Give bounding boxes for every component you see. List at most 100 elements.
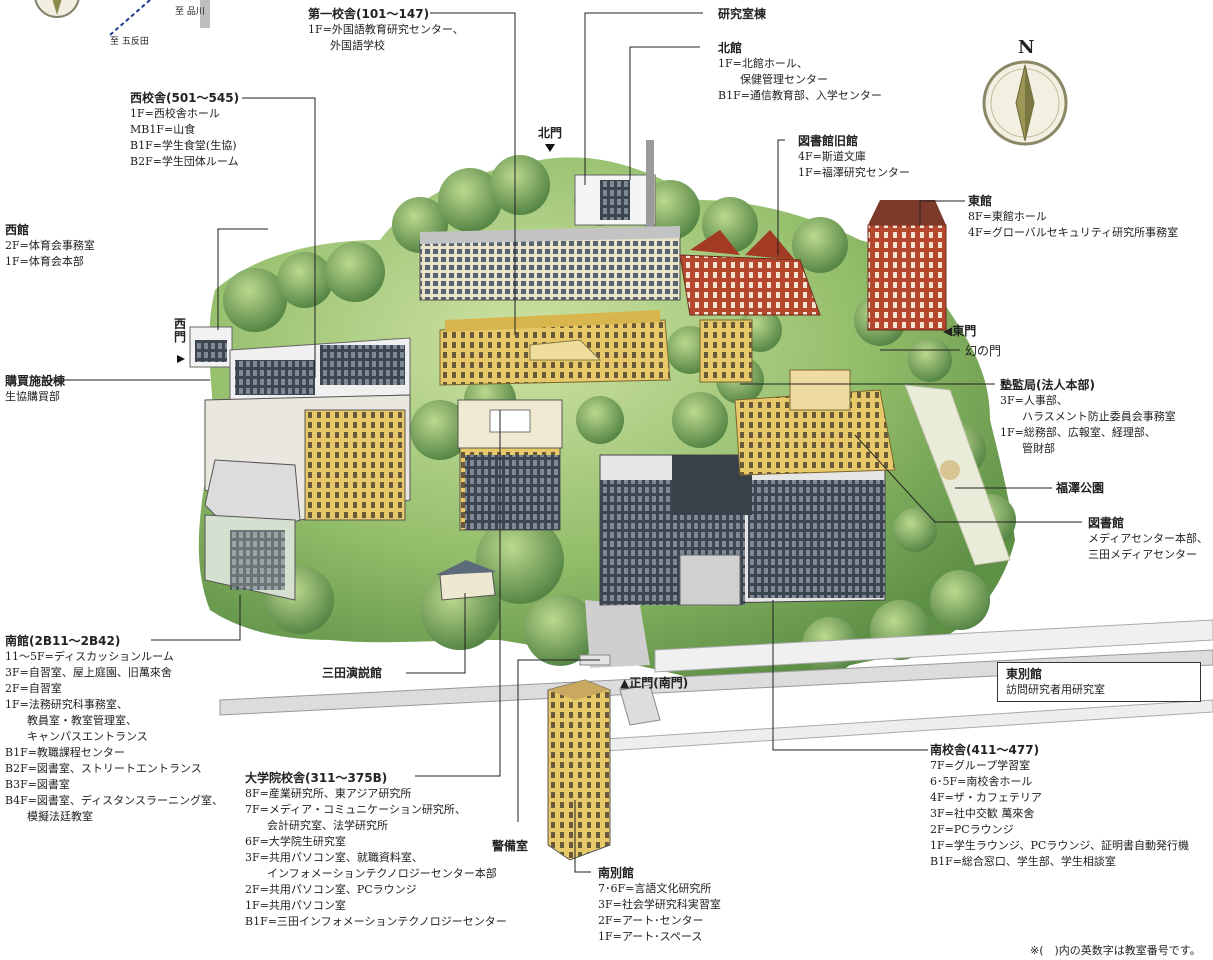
minamikousha-line-1: 7F=グループ学習室 [930,759,1031,772]
minamikan-title: 南館(2B11～2B42) [5,634,121,648]
label-higashi-bekkan[interactable]: 東別館 訪問研究者用研究室 [997,662,1201,702]
minamikan-line-9: B3F=図書室 [5,778,70,791]
old-library-line-2: 1F=福澤研究センター [798,166,910,179]
toshokan-line-1: メディアセンター本部、 [1088,532,1209,545]
label-dai1-kousha[interactable]: 第一校舎(101～147) 1F=外国語教育研究センター、 外国語学校 [308,6,464,54]
direction-gotanda: 至 五反田 [110,37,149,47]
minamikan-line-6: キャンパスエントランス [5,730,148,743]
label-nishi-kousha[interactable]: 西校舎(501～545) 1F=西校舎ホール MB1F=山食 B1F=学生食堂(… [130,90,239,170]
label-kenkyu-shitsu[interactable]: 研究室棟 [718,6,766,22]
keibi-title: 警備室 [492,839,529,853]
daigakuin-title: 大学院校舎(311～375B) [245,771,388,785]
nishikousha-line-4: B2F=学生団体ルーム [130,155,239,168]
label-minami-bekkan[interactable]: 南別館 7･6F=言語文化研究所 3F=社会学研究科実習室 2F=アート･センタ… [598,865,721,945]
daigakuin-line-6: インフォメーションテクノロジーセンター本部 [245,867,497,880]
first-building-drawing [439,310,671,386]
daigakuin-line-3: 会計研究室、法学研究所 [245,819,388,832]
kitakan-line-1: 1F=北館ホール、 [718,57,808,70]
minamikousha-line-3: 4F=ザ・カフェテリア [930,791,1042,804]
kitakan-line-2: 保健管理センター [718,73,828,86]
jukukan-title: 塾監局(法人本部) [1000,378,1095,392]
minamikan-line-10: B4F=図書室、ディスタンスラーニング室、 [5,794,223,807]
daigakuin-line-8: 1F=共用パソコン室 [245,899,346,912]
label-fukuzawa-park[interactable]: 福澤公園 [1056,480,1104,496]
nishikousha-line-1: 1F=西校舎ホール [130,107,220,120]
jukukan-line-3: 1F=総務部、広報室、経理部、 [1000,426,1156,439]
koubai-line-1: 生協購買部 [5,390,60,403]
label-higashikan[interactable]: 東館 8F=東館ホール 4F=グローバルセキュリティ研究所事務室 [968,193,1178,241]
dai1-title: 第一校舎(101～147) [308,7,430,21]
gate-west[interactable]: 西門 [174,317,187,344]
gate-east[interactable]: ◀東門 [943,324,977,338]
label-kitakan[interactable]: 北館 1F=北館ホール、 保健管理センター B1F=通信教育部、入学センター [718,40,882,104]
gate-north[interactable]: 北門 [538,126,563,140]
higashi-bekkan-line-1: 訪問研究者用研究室 [1006,683,1105,696]
speech-hall-drawing [436,560,497,601]
higashikan-line-2: 4F=グローバルセキュリティ研究所事務室 [968,226,1179,239]
minamikan-line-8: B2F=図書室、ストリートエントランス [5,762,202,775]
compass-icon-partial [34,0,80,18]
minamikan-line-11: 模擬法廷教室 [5,810,93,823]
label-toshokan[interactable]: 図書館 メディアセンター本部、 三田メディアセンター [1088,515,1208,563]
daigakuin-line-1: 8F=産業研究所、東アジア研究所 [245,787,412,800]
direction-shinagawa: 至 品川 [175,7,205,17]
label-old-library[interactable]: 図書館旧館 4F=斯道文庫 1F=福澤研究センター [798,133,910,181]
nishikan-title: 西館 [5,223,30,237]
minami-bekkan-line-1: 7･6F=言語文化研究所 [598,882,712,895]
minamikan-line-1: 11～5F=ディスカッションルーム [5,650,174,663]
koubai-title: 購買施設棟 [5,374,66,388]
label-minami-kousha[interactable]: 南校舎(411～477) 7F=グループ学習室 6･5F=南校舎ホール 4F=ザ… [930,742,1189,870]
gate-main-south[interactable]: ▲正門(南門) [620,676,689,690]
toshokan-line-2: 三田メディアセンター [1088,548,1198,561]
leader-lines [50,12,1082,873]
south-building-drawing [599,454,886,606]
higashi-bekkan-title: 東別館 [1006,667,1043,681]
minami-bekkan-line-3: 2F=アート･センター [598,914,704,927]
daigakuin-line-5: 3F=共用パソコン室、就職資料室、 [245,851,423,864]
fukuzawa-park-title: 福澤公園 [1056,481,1105,495]
label-enzetsukan[interactable]: 三田演説館 [322,665,382,681]
minami-bekkan-line-2: 3F=社会学研究科実習室 [598,898,721,911]
east-building-drawing [867,200,947,331]
kitakan-title: 北館 [718,41,743,55]
roads [219,600,1213,753]
minamikan-line-2: 3F=自習室、屋上庭園、旧萬來舍 [5,666,172,679]
higashikan-title: 東館 [968,194,993,208]
label-jukukan[interactable]: 塾監局(法人本部) 3F=人事部、 ハラスメント防止委員会事務室 1F=総務部、… [1000,377,1176,457]
minamikousha-title: 南校舎(411～477) [930,743,1040,757]
gate-phantom[interactable]: 幻の門 [965,344,1002,358]
minamikan-line-5: 教員室・教室管理室、 [5,714,137,727]
old-library-line-1: 4F=斯道文庫 [798,150,866,163]
minamikan-line-4: 1F=法務研究科事務室、 [5,698,128,711]
jukukan-line-4: 管財部 [1000,442,1055,455]
minamikousha-line-5: 2F=PCラウンジ [930,823,1014,836]
compass-north-label: N [1018,37,1035,58]
label-minamikan[interactable]: 南館(2B11～2B42) 11～5F=ディスカッションルーム 3F=自習室、屋… [5,633,223,825]
minamikousha-line-2: 6･5F=南校舎ホール [930,775,1033,788]
old-library-drawing [679,230,821,316]
graduate-school-drawing [457,399,563,531]
toshokan-title: 図書館 [1088,516,1125,530]
nishikan-line-1: 2F=体育会事務室 [5,239,95,252]
compass-north-icon [982,60,1068,146]
nishikan-line-2: 1F=体育会本部 [5,255,84,268]
nishikousha-line-3: B1F=学生食堂(生協) [130,139,237,152]
jukukan-line-2: ハラスメント防止委員会事務室 [1000,410,1176,423]
minamikousha-line-6: 1F=学生ラウンジ、PCラウンジ、証明書自動発行機 [930,839,1190,852]
label-daigakuin[interactable]: 大学院校舎(311～375B) 8F=産業研究所、東アジア研究所 7F=メディア… [245,770,507,930]
enzetsukan-title: 三田演説館 [322,666,383,680]
south-annex-drawing [547,679,611,861]
minami-bekkan-title: 南別館 [598,866,635,880]
west-buildings-drawing [189,326,411,601]
minamikousha-line-7: B1F=総合窓口、学生部、学生相談室 [930,855,1116,868]
kitakan-line-3: B1F=通信教育部、入学センター [718,89,882,102]
daigakuin-line-9: B1F=三田インフォメーションテクノロジーセンター [245,915,507,928]
nishikousha-line-2: MB1F=山食 [130,123,196,136]
minamikousha-line-4: 3F=社中交歓 萬來舍 [930,807,1035,820]
label-koubai[interactable]: 購買施設棟 生協購買部 [5,373,65,405]
dai1-line-2: 外国語学校 [308,39,385,52]
label-keibi[interactable]: 警備室 [492,838,528,854]
label-nishikan[interactable]: 西館 2F=体育会事務室 1F=体育会本部 [5,222,95,270]
dai1-line-1: 1F=外国語教育研究センター、 [308,23,464,36]
